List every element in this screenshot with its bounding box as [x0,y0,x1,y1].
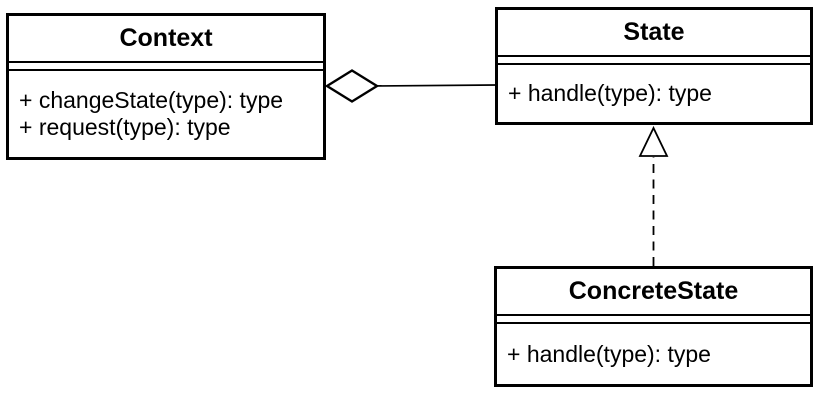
class-attributes-empty [497,316,810,324]
class-name: ConcreteState [497,269,810,316]
class-methods: + handle(type): type [498,65,810,122]
aggregation-diamond-icon [324,69,380,103]
method-item: + request(type): type [19,114,231,140]
class-methods: + handle(type): type [497,324,810,384]
class-attributes-empty [9,63,323,71]
class-name: Context [9,16,323,63]
method-item: + handle(type): type [508,80,712,106]
method-item: + changeState(type): type [19,87,284,113]
class-name: State [498,10,810,57]
class-box-context: Context + changeState(type): type + requ… [6,13,326,160]
class-methods: + changeState(type): type + request(type… [9,71,323,157]
class-attributes-empty [498,57,810,65]
aggregation-line [369,84,497,87]
class-box-state: State + handle(type): type [495,7,813,125]
class-box-concrete-state: ConcreteState + handle(type): type [494,266,813,387]
generalization-triangle-icon [638,125,669,157]
method-item: + handle(type): type [507,340,711,367]
